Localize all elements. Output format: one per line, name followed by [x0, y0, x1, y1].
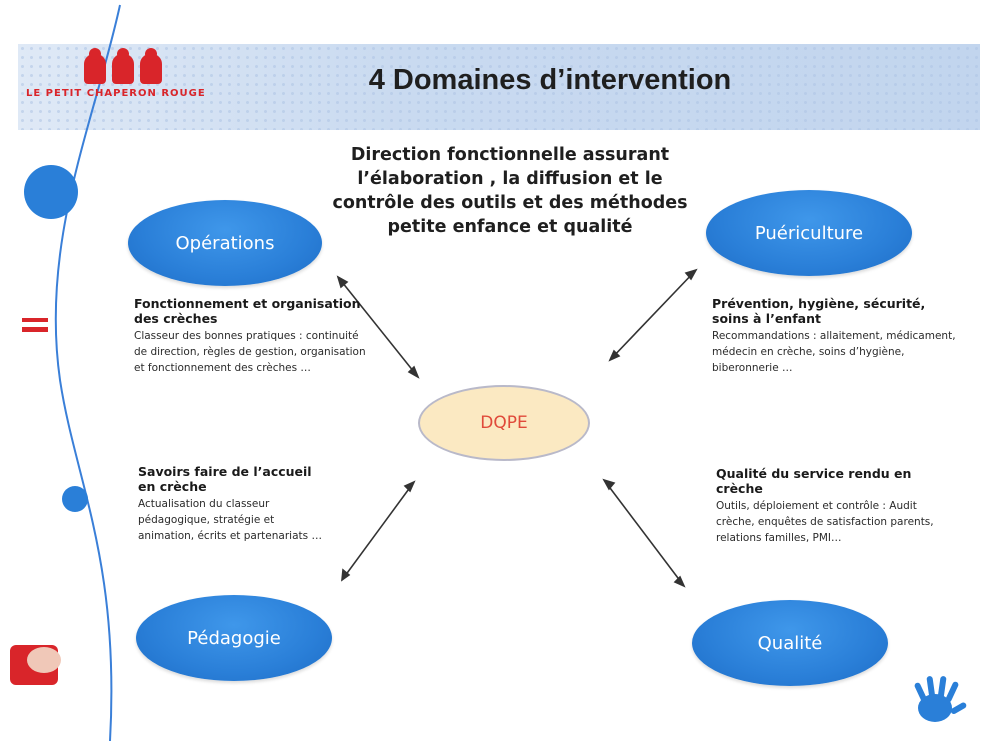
domain-oval-qualite: Qualité: [692, 600, 888, 686]
logo-figure: [140, 48, 162, 84]
logo: LE PETIT CHAPERON ROUGE: [26, 48, 226, 120]
arrow-head: [608, 349, 621, 362]
domain-desc-pedagogie: Savoirs faire de l’accueil en crèche Act…: [138, 464, 328, 544]
domain-body: Classeur des bonnes pratiques : continui…: [134, 330, 366, 374]
domain-label: Puériculture: [754, 222, 864, 244]
decorative-dot: [62, 486, 88, 512]
logo-text: LE PETIT CHAPERON ROUGE: [26, 88, 206, 99]
arrow-head: [403, 480, 416, 493]
arrow-operations: [337, 276, 419, 378]
page-title: 4 Domaines d’intervention: [368, 64, 732, 96]
domain-body: Outils, déploiement et contrôle : Audit …: [716, 500, 934, 544]
domain-oval-operations: Opérations: [128, 200, 322, 286]
logo-figure: [112, 48, 134, 84]
arrow-head: [684, 268, 698, 281]
headline: Direction fonctionnelle assurant l’élabo…: [332, 145, 688, 237]
domain-label: Qualité: [757, 632, 823, 654]
decorative-dot: [24, 165, 78, 219]
logo-figure: [84, 48, 106, 84]
domain-desc-operations: Fonctionnement et organisation des crèch…: [134, 296, 366, 376]
arrow-head: [673, 575, 686, 588]
connector-arrows: [336, 268, 698, 588]
arrow-head: [407, 365, 420, 379]
domain-oval-puericulture: Puériculture: [706, 190, 912, 276]
arrow-qualite: [603, 479, 685, 587]
arrow-head: [602, 478, 616, 491]
domain-label: Pédagogie: [187, 627, 281, 649]
center-label: DQPE: [480, 413, 528, 433]
arrow-head: [336, 275, 349, 289]
title-banner: [18, 44, 980, 130]
domain-oval-pedagogie: Pédagogie: [136, 595, 332, 681]
domain-body: Recommandations : allaitement, médicamen…: [712, 330, 956, 374]
center-node-dqpe: DQPE: [418, 385, 590, 461]
domain-body: Actualisation du classeur pédagogique, s…: [138, 498, 322, 542]
domain-heading: Prévention, hygiène, sécurité, soins à l…: [712, 296, 926, 326]
child-photo-icon: [10, 645, 61, 685]
domain-heading: Fonctionnement et organisation des crèch…: [134, 296, 361, 326]
domain-desc-puericulture: Prévention, hygiène, sécurité, soins à l…: [712, 296, 962, 376]
arrow-puericulture: [609, 269, 697, 361]
hand-print-icon: [914, 676, 967, 722]
domain-label: Opérations: [175, 232, 275, 254]
domain-heading: Qualité du service rendu en crèche: [716, 466, 912, 496]
domain-heading: Savoirs faire de l’accueil en crèche: [138, 464, 312, 494]
domain-desc-qualite: Qualité du service rendu en crèche Outil…: [716, 466, 948, 546]
red-mark-icon: [22, 318, 48, 332]
arrow-head: [341, 568, 351, 582]
decorative-curve: [54, 4, 121, 741]
arrow-pedagogie: [341, 481, 415, 581]
